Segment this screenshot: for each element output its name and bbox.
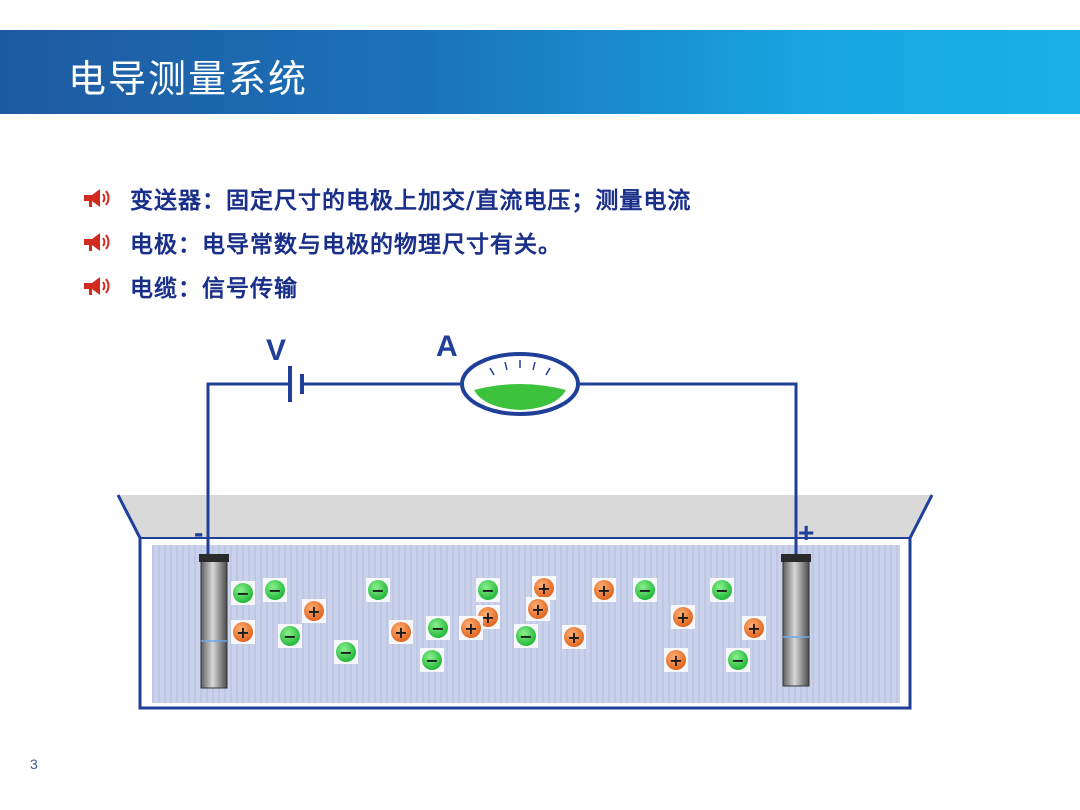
negative-ion-sign: − xyxy=(283,627,296,646)
positive-ion: + xyxy=(742,616,766,640)
circuit-wire xyxy=(206,382,290,560)
positive-ion: + xyxy=(526,597,550,621)
negative-ion-sign: − xyxy=(268,581,281,600)
negative-ion: − xyxy=(476,578,500,602)
negative-ion-sign: − xyxy=(519,627,532,646)
negative-ion: − xyxy=(710,578,734,602)
negative-ion: − xyxy=(366,578,390,602)
megaphone-icon xyxy=(84,233,110,251)
negative-ion: − xyxy=(278,624,302,648)
voltage-label: V xyxy=(266,334,286,367)
positive-ion: + xyxy=(302,599,326,623)
positive-ion-sign: + xyxy=(236,623,249,642)
negative-terminal-label: - xyxy=(194,517,203,548)
bullet-text: 变送器：固定尺寸的电极上加交/直流电压；测量电流 xyxy=(130,187,692,214)
negative-ion: − xyxy=(514,624,538,648)
conductivity-circuit-diagram: V A - + −−−−−−−−−−−−++++++++++++ xyxy=(116,330,934,710)
bullet-text: 电极：电导常数与电极的物理尺寸有关。 xyxy=(130,231,562,258)
megaphone-icon xyxy=(84,189,110,207)
negative-ion: − xyxy=(334,640,358,664)
negative-ion-sign: − xyxy=(431,619,444,638)
positive-ion: + xyxy=(532,576,556,600)
positive-ion-sign: + xyxy=(597,581,610,600)
positive-ion: + xyxy=(389,620,413,644)
page-title: 电导测量系统 xyxy=(68,57,309,101)
negative-ion-sign: − xyxy=(715,581,728,600)
positive-ion: + xyxy=(664,648,688,672)
positive-ion: + xyxy=(592,578,616,602)
positive-ion-sign: + xyxy=(394,623,407,642)
positive-ion: + xyxy=(671,605,695,629)
ammeter-label: A xyxy=(436,330,458,363)
ammeter-ticks xyxy=(489,360,551,376)
bullet-list: 变送器：固定尺寸的电极上加交/直流电压；测量电流 电极：电导常数与电极的物理尺寸… xyxy=(80,176,980,308)
negative-ion: − xyxy=(633,578,657,602)
ion-layer: −−−−−−−−−−−−++++++++++++ xyxy=(231,576,766,672)
positive-ion: + xyxy=(231,620,255,644)
negative-electrode xyxy=(199,554,229,689)
negative-ion: − xyxy=(420,648,444,672)
negative-ion-sign: − xyxy=(236,584,249,603)
negative-ion: − xyxy=(726,648,750,672)
tank-rim xyxy=(118,495,932,538)
megaphone-icon xyxy=(84,277,110,295)
negative-ion-sign: − xyxy=(371,581,384,600)
positive-ion: + xyxy=(562,625,586,649)
negative-ion: − xyxy=(263,578,287,602)
circuit-wire xyxy=(578,382,798,560)
positive-ion-sign: + xyxy=(669,651,682,670)
tank-outline xyxy=(116,494,934,710)
bullet-item: 电极：电导常数与电极的物理尺寸有关。 xyxy=(80,220,980,264)
positive-ion-sign: + xyxy=(481,608,494,627)
positive-ion-sign: + xyxy=(464,619,477,638)
bullet-item: 变送器：固定尺寸的电极上加交/直流电压；测量电流 xyxy=(80,176,980,220)
negative-ion-sign: − xyxy=(638,581,651,600)
bullet-text: 电缆：信号传输 xyxy=(130,275,298,302)
negative-ion-sign: − xyxy=(425,651,438,670)
positive-ion-sign: + xyxy=(567,628,580,647)
negative-ion: − xyxy=(426,616,450,640)
positive-ion: + xyxy=(459,616,483,640)
positive-ion-sign: + xyxy=(747,619,760,638)
negative-ion: − xyxy=(231,581,255,605)
positive-ion-sign: + xyxy=(307,602,320,621)
positive-ion-sign: + xyxy=(676,608,689,627)
negative-ion-sign: − xyxy=(731,651,744,670)
ammeter-fill xyxy=(474,384,566,410)
positive-ion-sign: + xyxy=(537,579,550,598)
page-number: 3 xyxy=(30,756,38,772)
positive-ion-sign: + xyxy=(531,600,544,619)
positive-electrode xyxy=(781,554,811,687)
title-bar: 电导测量系统 xyxy=(0,30,1080,114)
negative-ion-sign: − xyxy=(481,581,494,600)
negative-ion-sign: − xyxy=(339,643,352,662)
bullet-item: 电缆：信号传输 xyxy=(80,264,980,308)
positive-terminal-label: + xyxy=(798,517,814,548)
